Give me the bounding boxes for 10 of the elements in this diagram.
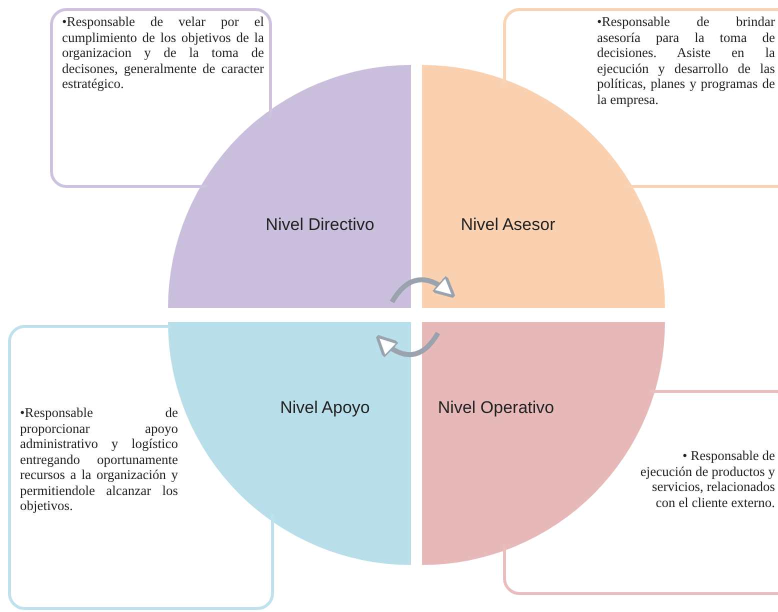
level-label: Nivel Operativo (438, 398, 554, 418)
curved-arrow (390, 274, 456, 304)
description-text: •Responsable de proporcionar apoyo administrativo y logístico entregando oportunamente recursos a la organización y permitiendole alcanzar los objetivos. (20, 405, 178, 514)
level-label: Nivel Apoyo (280, 398, 370, 418)
level-label: Nivel Asesor (460, 215, 556, 235)
description-text: •Responsable de brindar asesoría para la toma de decisiones. Asiste en la ejecución y desarrollo de las políticas, planes y programas de la empresa. (597, 14, 775, 107)
level-label: Nivel Directivo (266, 215, 374, 235)
curved-arrow (376, 332, 440, 359)
description-text: • Responsable de ejecución de productos y servicios, relacionados con el cliente externo. (639, 448, 775, 510)
description-text: •Responsable de velar por el cumplimiento de los objetivos de la organizacion y de la toma de decisones, generalmente de caracter estratégico. (62, 14, 264, 92)
